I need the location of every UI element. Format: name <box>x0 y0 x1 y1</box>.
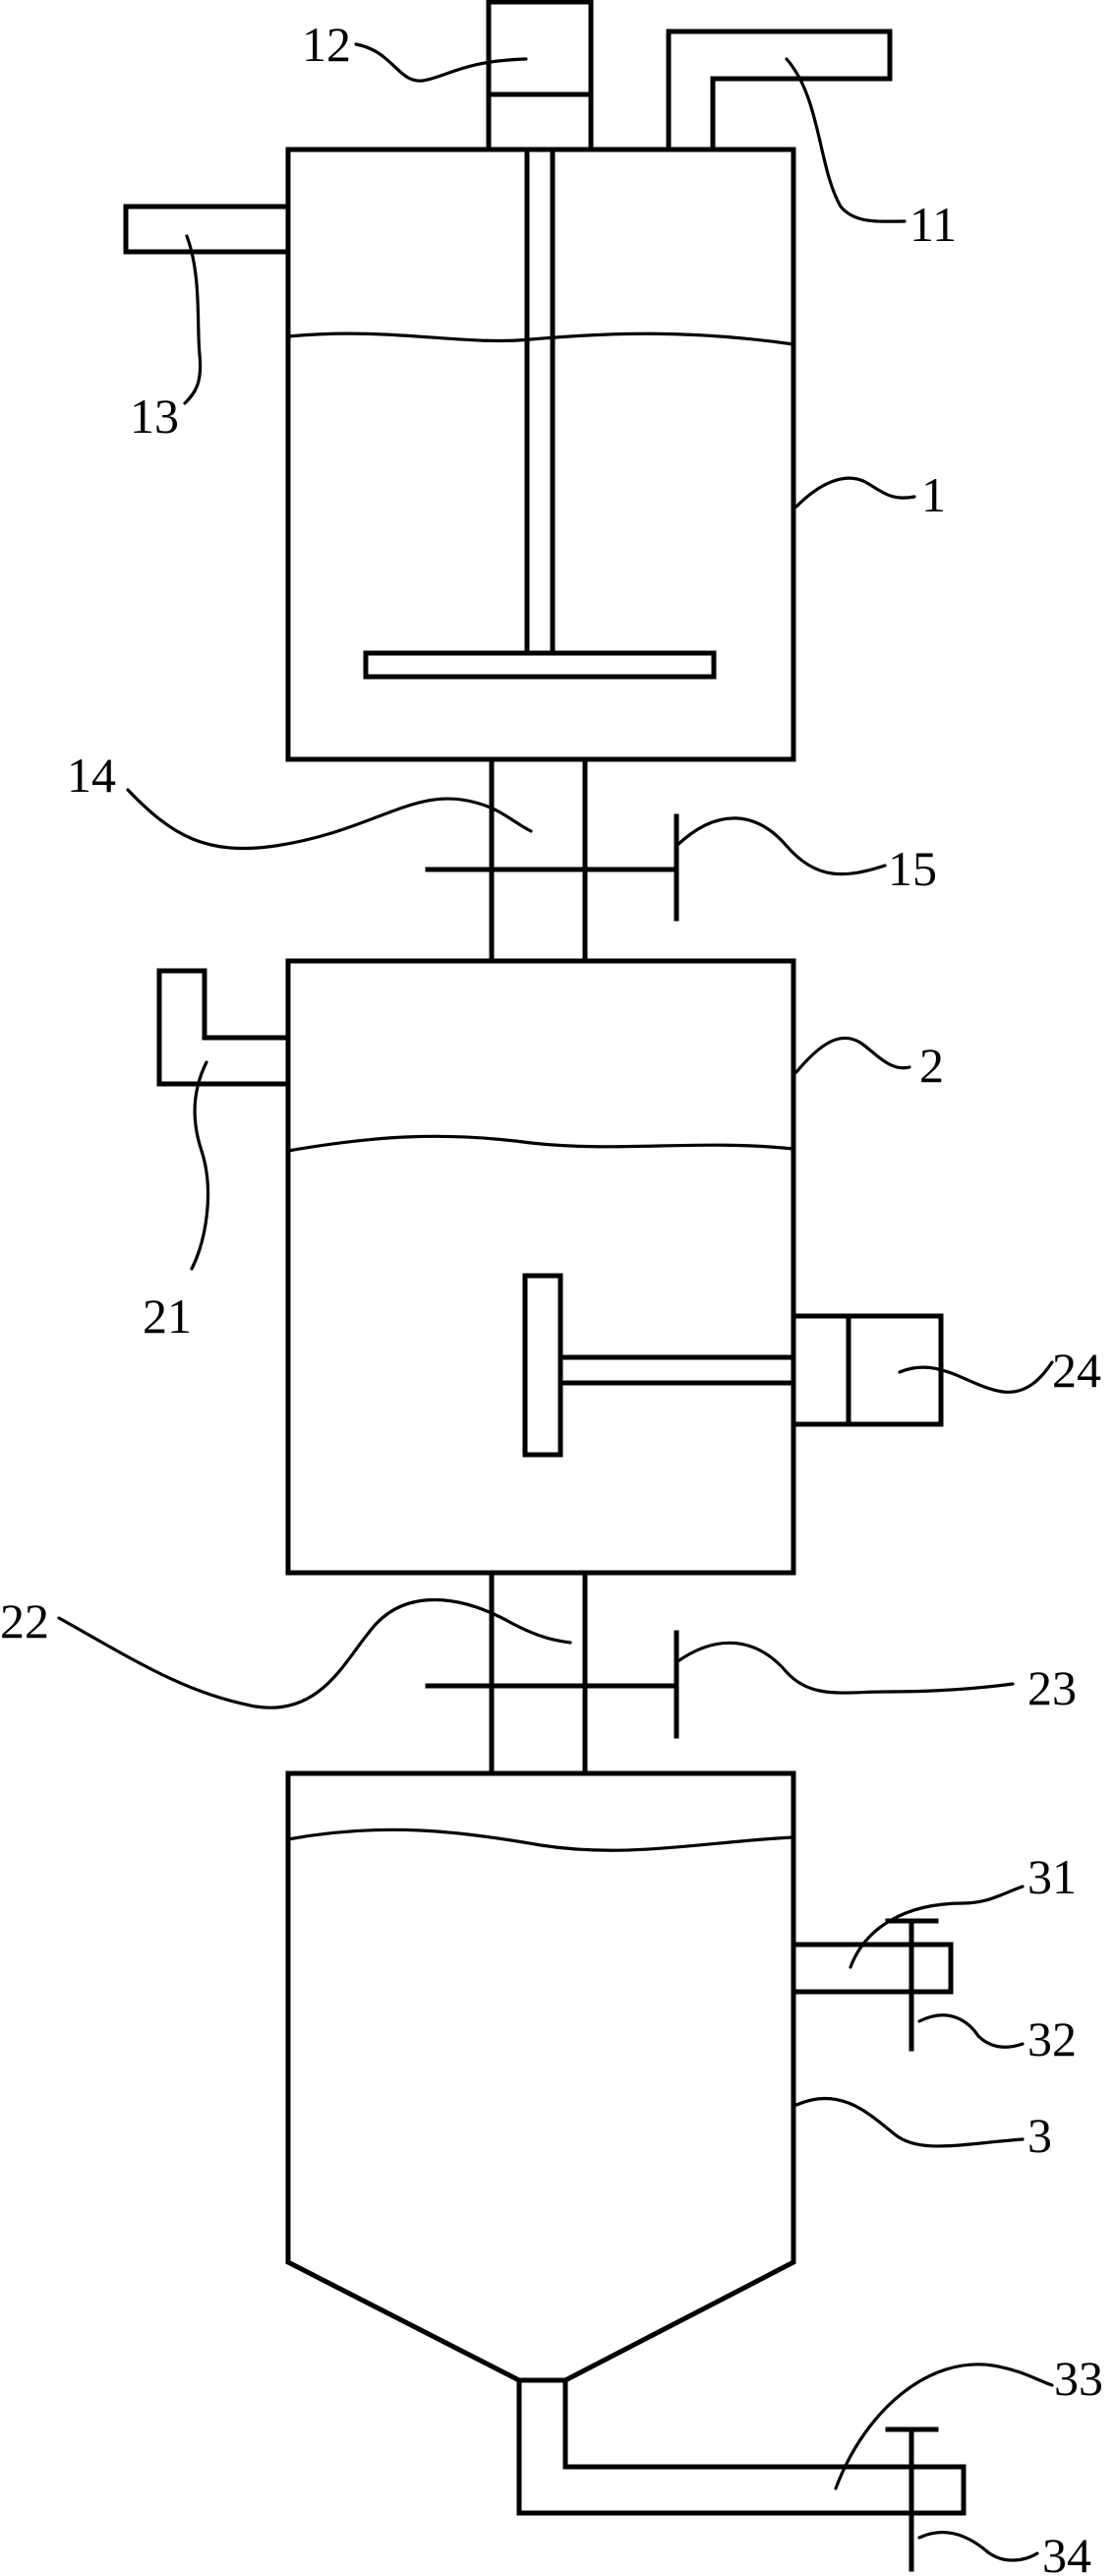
tank-2 <box>285 958 796 1576</box>
label-1: 1 <box>921 467 946 522</box>
leader-21 <box>190 1060 210 1271</box>
leader-3 <box>794 2096 1025 2148</box>
side-pipe-21 <box>156 968 291 1087</box>
label-3: 3 <box>1027 2108 1052 2163</box>
leader-33 <box>834 2363 1054 2490</box>
label-22: 22 <box>0 1593 49 1648</box>
label-2: 2 <box>919 1038 944 1093</box>
leader-15 <box>674 816 887 876</box>
valve-23 <box>425 1630 679 1739</box>
label-24: 24 <box>1052 1343 1101 1398</box>
label-32: 32 <box>1027 2011 1077 2067</box>
tank-3 <box>285 1770 796 2383</box>
inlet-pipe-11 <box>666 29 893 152</box>
label-23: 23 <box>1027 1660 1077 1715</box>
leader-23 <box>674 1641 1015 1695</box>
leader-31 <box>849 1885 1025 1969</box>
label-11: 11 <box>909 197 957 252</box>
bottom-pipe-33 <box>516 2377 967 2516</box>
leader-12 <box>354 42 528 83</box>
label-33: 33 <box>1054 2351 1103 2406</box>
connecting-pipe-14 <box>489 756 588 964</box>
cylinder-24 <box>522 1273 944 1458</box>
side-pipe-13 <box>123 204 291 255</box>
valve-32 <box>885 1918 939 2052</box>
leader-14 <box>126 788 533 851</box>
label-31: 31 <box>1027 1849 1077 1904</box>
label-21: 21 <box>143 1288 192 1344</box>
valve-15 <box>425 813 679 922</box>
label-34: 34 <box>1042 2528 1091 2576</box>
leader-2 <box>794 1036 911 1074</box>
valve-34 <box>885 2426 939 2572</box>
leader-24 <box>898 1360 1054 1394</box>
label-12: 12 <box>302 17 351 72</box>
motor-12 <box>486 0 594 152</box>
leader-34 <box>917 2531 1039 2562</box>
label-15: 15 <box>888 841 937 896</box>
leader-22 <box>57 1597 572 1709</box>
label-14: 14 <box>67 748 116 803</box>
outlet-pipe-31 <box>791 1942 954 1995</box>
leader-lines <box>57 42 1054 2562</box>
leader-13 <box>183 234 203 405</box>
leader-32 <box>917 2013 1025 2049</box>
connecting-pipe-22 <box>489 1570 588 1776</box>
stirrer-shaft <box>363 147 717 680</box>
reference-labels: 12 11 13 1 14 15 2 21 24 22 23 31 32 3 3… <box>0 17 1103 2576</box>
leader-11 <box>785 57 907 223</box>
label-13: 13 <box>130 389 179 444</box>
leader-1 <box>794 476 916 509</box>
